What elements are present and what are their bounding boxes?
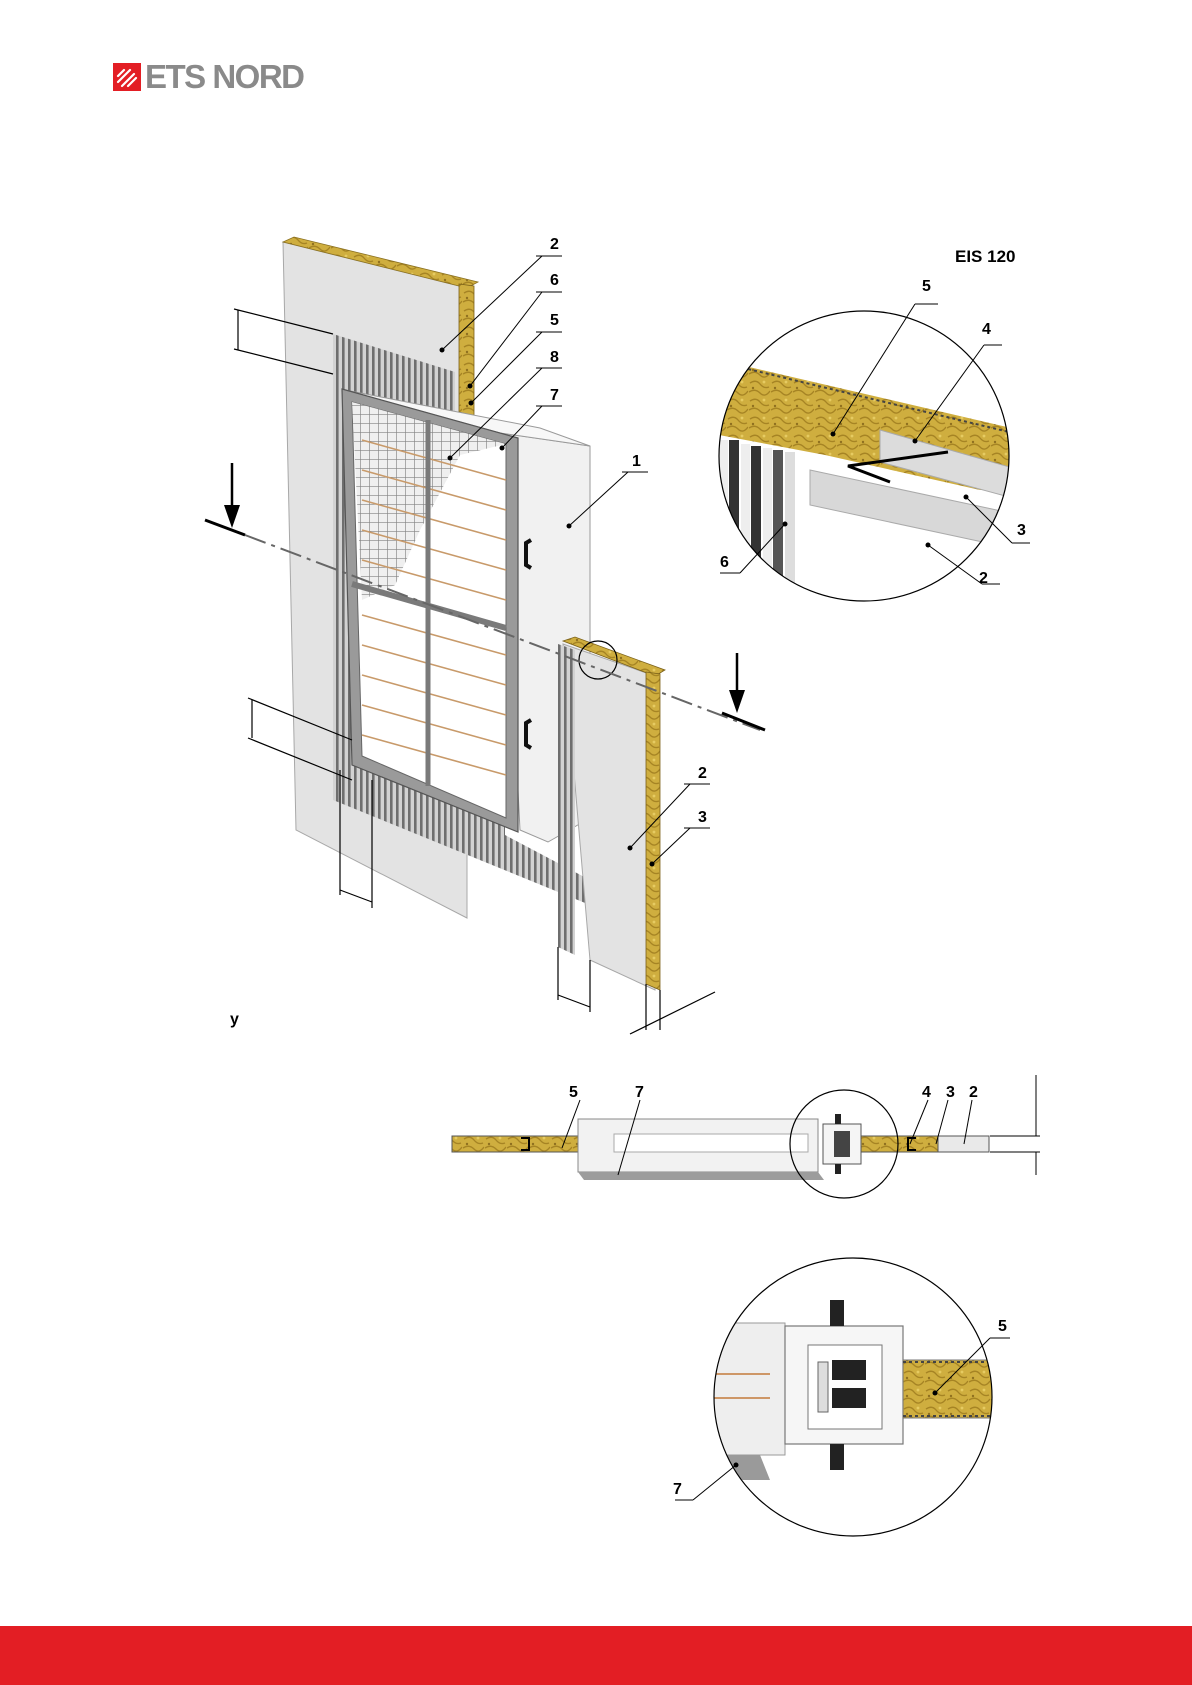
insulation-bottom-detail — [903, 1360, 1013, 1418]
callout-main-8: 8 — [550, 349, 559, 366]
callout-detail-2: 2 — [979, 570, 988, 587]
callout-detail-5: 5 — [922, 278, 931, 295]
callout-section-3: 3 — [946, 1084, 955, 1101]
isometric-view: 2 6 5 8 7 1 2 3 y — [205, 236, 765, 1034]
section-arrow-left-icon — [205, 463, 245, 535]
classification-label: EIS 120 — [955, 247, 1016, 266]
callout-main-3: 3 — [698, 809, 707, 826]
section-arrow-right-icon — [722, 653, 765, 730]
callout-section-5: 5 — [569, 1084, 578, 1101]
callout-main-6: 6 — [550, 272, 559, 289]
callout-main-2-bottom: 2 — [698, 765, 707, 782]
callout-detail-3: 3 — [1017, 522, 1026, 539]
callout-main-2-top: 2 — [550, 236, 559, 253]
wall-board-edge-top — [459, 284, 474, 416]
callout-section-7: 7 — [635, 1084, 644, 1101]
wall-board-edge-front — [646, 672, 660, 990]
callout-main-1: 1 — [632, 453, 641, 470]
section-frame-bottom — [578, 1172, 824, 1180]
section-wall-left — [452, 1136, 580, 1152]
callout-bottom-7: 7 — [673, 1481, 682, 1498]
callout-main-5: 5 — [550, 312, 559, 329]
callout-bottom-5: 5 — [998, 1318, 1007, 1335]
callout-detail-6: 6 — [720, 554, 729, 571]
callout-section-2: 2 — [969, 1084, 978, 1101]
callout-detail-4: 4 — [982, 321, 991, 338]
axis-label: y — [230, 1011, 239, 1028]
detail-view-bottom: 5 7 — [673, 1258, 1013, 1538]
sealant-strip-front — [558, 644, 575, 955]
footer-bar — [0, 1626, 1192, 1685]
callout-main-7: 7 — [550, 387, 559, 404]
detail-view-top: 5 4 3 6 2 — [700, 278, 1030, 601]
callout-section-4: 4 — [922, 1084, 931, 1101]
section-view: 5 7 4 3 2 — [452, 1075, 1040, 1198]
